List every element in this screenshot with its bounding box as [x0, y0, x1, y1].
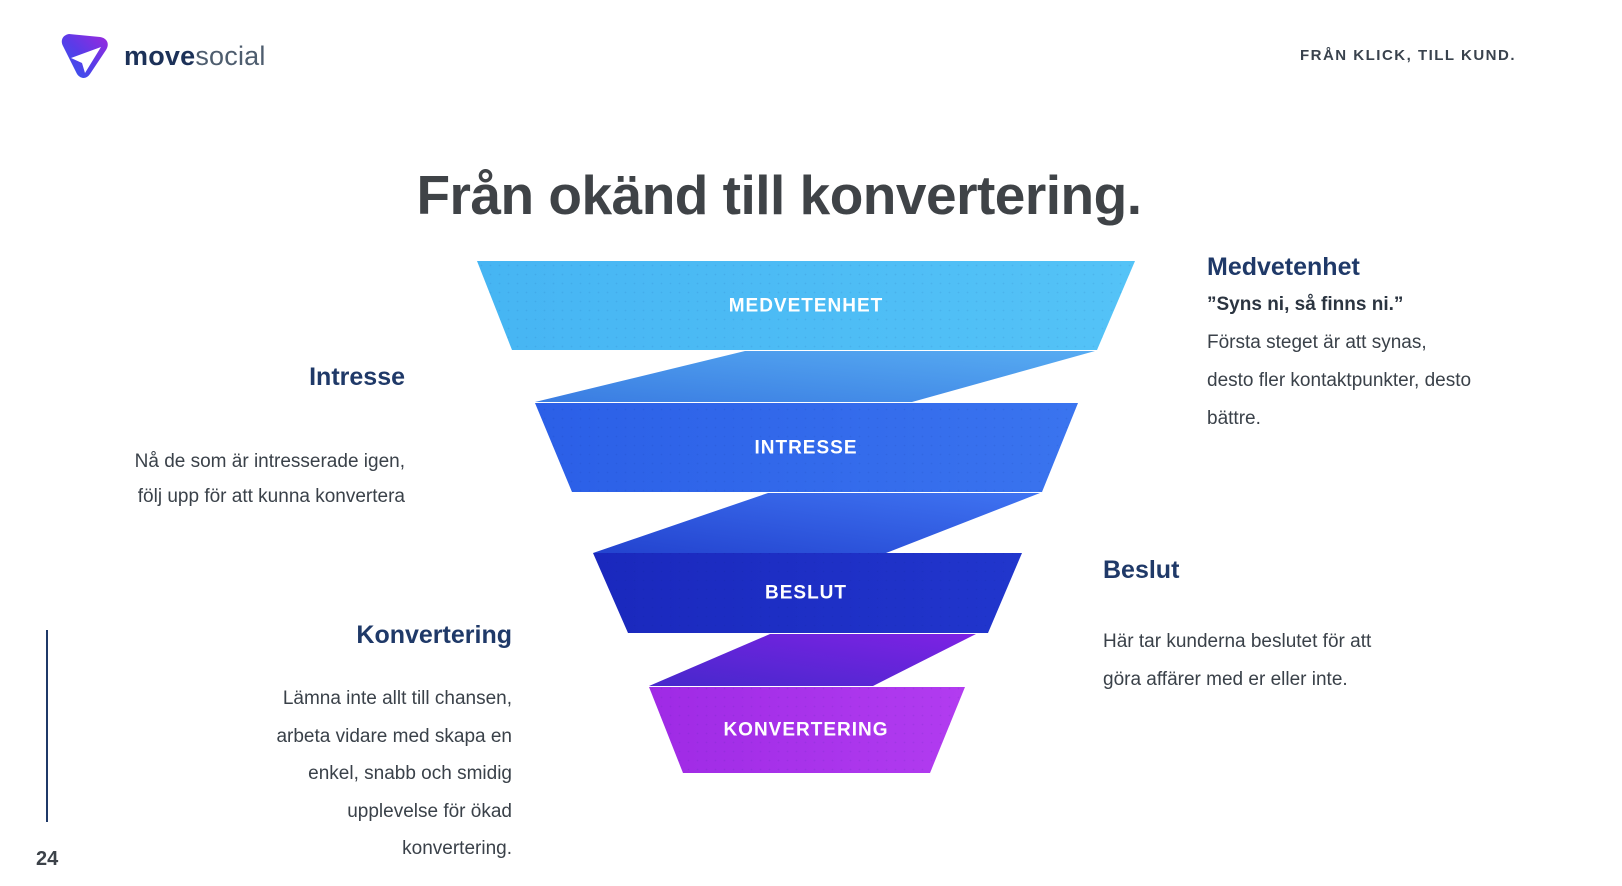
funnel-fold-2-3 — [593, 493, 1040, 553]
annotation-beslut-body: Här tar kunderna beslutet för att göra a… — [1103, 623, 1371, 699]
text-line: konvertering. — [402, 838, 512, 859]
movesocial-logo-icon — [61, 34, 108, 78]
text-line: göra affärer med er eller inte. — [1103, 669, 1348, 690]
text-line: upplevelse för ökad — [347, 800, 512, 822]
logo-text-move: move — [124, 40, 196, 71]
funnel-label-intresse: INTRESSE — [754, 438, 857, 459]
text-line: Här tar kunderna beslutet för att — [1103, 631, 1372, 652]
funnel-fold-1-2 — [535, 351, 1095, 402]
text-line: bättre. — [1207, 408, 1261, 429]
annotation-konvertering-heading: Konvertering — [356, 621, 512, 649]
funnel-diagram: MEDVETENHET INTRESSE BESLUT KONVERTERING — [477, 261, 1135, 773]
annotation-medvetenhet-body: ”Syns ni, så finns ni.” Första steget är… — [1207, 286, 1471, 438]
text-line: följ upp för att kunna konvertera — [137, 486, 405, 507]
annotation-medvetenhet: Medvetenhet ”Syns ni, så finns ni.” Förs… — [1207, 252, 1471, 438]
page-title: Från okänd till konvertering. — [416, 163, 1142, 226]
text-line: enkel, snabb och smidig — [308, 763, 512, 784]
send-arrow-icon — [71, 47, 101, 73]
annotation-medvetenhet-heading: Medvetenhet — [1207, 253, 1360, 281]
annotation-konvertering-body: Lämna inte allt till chansen, arbeta vid… — [276, 680, 512, 868]
logo: movesocial — [56, 28, 266, 84]
page-number: 24 — [36, 848, 59, 870]
funnel-label-medvetenhet: MEDVETENHET — [729, 296, 884, 317]
quote-line: ”Syns ni, så finns ni.” — [1207, 294, 1404, 315]
annotation-intresse-body: Nå de som är intresserade igen, följ upp… — [135, 444, 405, 514]
left-vertical-rule — [46, 630, 48, 822]
logo-wordmark: movesocial — [124, 41, 266, 72]
funnel-label-beslut: BESLUT — [765, 583, 847, 604]
text-line: arbeta vidare med skapa en — [276, 725, 512, 747]
funnel-label-konvertering: KONVERTERING — [723, 720, 888, 741]
annotation-intresse-heading: Intresse — [309, 363, 405, 391]
text-line: Första steget är att synas, — [1207, 332, 1427, 353]
annotation-konvertering: Konvertering Lämna inte allt till chanse… — [276, 620, 512, 868]
text-line: Lämna inte allt till chansen, — [282, 688, 512, 709]
annotation-beslut: Beslut Här tar kunderna beslutet för att… — [1103, 555, 1371, 699]
funnel-fold-3-4 — [649, 634, 976, 686]
text-line: desto fler kontaktpunkter, desto — [1207, 370, 1472, 391]
text-line: Nå de som är intresserade igen, — [134, 451, 405, 472]
header-tagline: FRÅN KLICK, TILL KUND. — [1299, 47, 1516, 64]
logo-text-social: social — [195, 40, 266, 71]
annotation-beslut-heading: Beslut — [1103, 556, 1180, 584]
funnel-dot-texture — [477, 261, 1135, 773]
annotation-intresse: Intresse Nå de som är intresserade igen,… — [135, 362, 405, 514]
